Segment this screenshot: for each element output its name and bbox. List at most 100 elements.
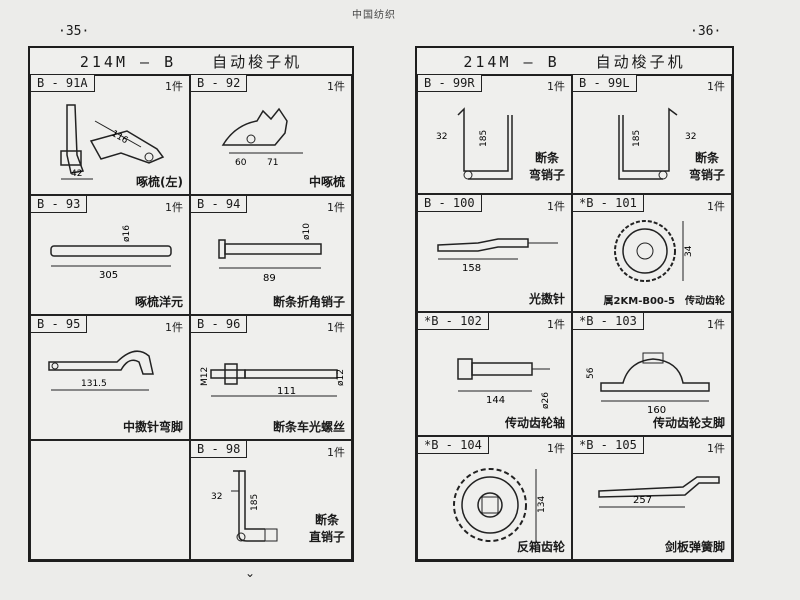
part-drawing: 56 160 <box>586 352 710 416</box>
part-name: 断条车光螺丝 <box>272 420 345 434</box>
dim-label: ø10 <box>302 223 312 240</box>
part-drawing: 42 116 <box>60 104 165 180</box>
part-quantity: 1件 <box>165 321 183 334</box>
part-quantity: 1件 <box>707 318 725 331</box>
part-quantity: 1件 <box>327 80 345 93</box>
part-code: B - 91A <box>31 75 95 92</box>
part-drawing: 134 <box>453 468 547 542</box>
part-code: B - 100 <box>418 195 482 212</box>
part-card-b99l: B - 99L 1件 185 32 断条 弯销子 <box>572 74 732 194</box>
empty-cell <box>30 440 190 560</box>
dim-label: 111 <box>277 386 296 397</box>
dim-label: 34 <box>684 245 694 257</box>
part-drawing: 60 71 <box>221 107 303 168</box>
part-name: 传动齿轮支脚 <box>652 416 725 430</box>
dim-label: 185 <box>479 130 489 147</box>
dim-label: 60 <box>235 158 247 168</box>
part-drawing: 305 ø16 <box>50 225 172 281</box>
part-code: B - 98 <box>191 441 248 458</box>
part-code: *B - 105 <box>573 437 644 454</box>
part-name: 光擞针 <box>528 292 565 306</box>
part-card-b93: B - 93 1件 305 ø16 啄梳洋元 <box>30 195 190 315</box>
part-drawing: 144 ø26 <box>457 358 551 409</box>
part-code: *B - 104 <box>418 437 489 454</box>
part-card-b104: *B - 104 1件 134 反箱齿轮 <box>417 436 572 560</box>
part-code: B - 92 <box>191 75 248 92</box>
part-card-b99r: B - 99R 1件 32 185 断条 弯销子 <box>417 74 572 194</box>
dim-label: M12 <box>200 367 210 386</box>
part-card-b96: B - 96 1件 111 M12 ø12 断条车光螺丝 <box>190 315 352 440</box>
dim-label: 42 <box>71 169 82 179</box>
part-card-b91a: B - 91A 1件 42 116 啄梳(左) <box>30 74 190 195</box>
left-page: 214M – B 自动梭子机 B - 91A 1件 42 116 啄梳(左) B… <box>28 46 354 562</box>
part-quantity: 1件 <box>707 80 725 93</box>
part-code: B - 99L <box>573 75 637 92</box>
dim-label: ø26 <box>541 392 551 409</box>
part-name: 断条 弯销子 <box>688 151 725 182</box>
part-drawing: 111 M12 ø12 <box>200 363 346 397</box>
part-name: 剑板弹簧脚 <box>664 540 725 554</box>
part-card-b95: B - 95 1件 131.5 中擞针弯脚 <box>30 315 190 440</box>
part-code: B - 93 <box>31 196 88 213</box>
dim-label: ø16 <box>122 225 132 242</box>
part-code: B - 96 <box>191 316 248 333</box>
dim-label: 257 <box>633 495 652 506</box>
part-code: *B - 103 <box>573 313 644 330</box>
dim-label: 71 <box>267 158 278 168</box>
left-page-number: ·35· <box>58 24 90 39</box>
dim-label: 185 <box>250 494 260 511</box>
part-card-b98: B - 98 1件 32 185 断条 直销子 <box>190 440 352 560</box>
part-code: *B - 101 <box>573 195 644 212</box>
part-quantity: 1件 <box>547 442 565 455</box>
part-name: 中擞针弯脚 <box>122 420 183 434</box>
part-quantity: 1件 <box>707 200 725 213</box>
part-name: 反箱齿轮 <box>516 540 565 554</box>
part-quantity: 1件 <box>165 80 183 93</box>
part-code: B - 94 <box>191 196 248 213</box>
part-name: 属2KM-B00-5 传动齿轮 <box>603 296 725 307</box>
right-page-title: 214M – B 自动梭子机 <box>417 48 732 76</box>
part-name: 啄梳洋元 <box>134 295 183 309</box>
part-card-b105: *B - 105 1件 257 剑板弹簧脚 <box>572 436 732 560</box>
part-code: B - 95 <box>31 316 88 333</box>
part-quantity: 1件 <box>327 321 345 334</box>
part-card-b102: *B - 102 1件 144 ø26 传动齿轮轴 <box>417 312 572 436</box>
part-name: 啄梳(左) <box>136 175 183 189</box>
part-drawing: 185 32 <box>618 107 696 180</box>
part-quantity: 1件 <box>547 200 565 213</box>
part-code: *B - 102 <box>418 313 489 330</box>
part-quantity: 1件 <box>547 318 565 331</box>
part-quantity: 1件 <box>165 201 183 214</box>
part-name: 断条 直销子 <box>308 513 345 544</box>
page-arrow-icon: ⌄ <box>245 566 256 580</box>
part-card-b101: *B - 101 1件 34 属2KM-B00-5 传动齿轮 <box>572 194 732 312</box>
part-quantity: 1件 <box>547 80 565 93</box>
right-page: 214M – B 自动梭子机 B - 99R 1件 32 185 断条 弯销子 … <box>415 46 734 562</box>
dim-label: 134 <box>537 496 547 513</box>
part-name: 断条 弯销子 <box>528 151 565 182</box>
dim-label: 32 <box>436 132 447 142</box>
part-card-b103: *B - 103 1件 56 160 传动齿轮支脚 <box>572 312 732 436</box>
dim-label: 32 <box>685 132 696 142</box>
dim-label: 305 <box>99 270 118 281</box>
part-quantity: 1件 <box>327 446 345 459</box>
part-code: B - 99R <box>418 75 482 92</box>
part-name: 传动齿轮轴 <box>504 416 565 430</box>
dim-label: 160 <box>647 405 666 416</box>
part-quantity: 1件 <box>327 201 345 214</box>
right-page-number: ·36· <box>690 24 722 39</box>
dim-label: 158 <box>462 263 481 274</box>
part-drawing: 89 ø10 <box>218 223 322 284</box>
part-card-b94: B - 94 1件 89 ø10 断条折角销子 <box>190 195 352 315</box>
part-name: 中啄梳 <box>308 175 345 189</box>
dim-label: 32 <box>211 492 222 502</box>
part-drawing: 257 <box>598 476 720 508</box>
part-drawing: 131.5 <box>48 350 154 391</box>
part-drawing: 32 185 <box>436 107 513 180</box>
part-drawing: 34 <box>614 220 694 282</box>
part-quantity: 1件 <box>707 442 725 455</box>
dim-label: 89 <box>263 273 276 284</box>
left-page-title: 214M – B 自动梭子机 <box>30 48 352 76</box>
part-card-b92: B - 92 1件 60 71 中啄梳 <box>190 74 352 195</box>
